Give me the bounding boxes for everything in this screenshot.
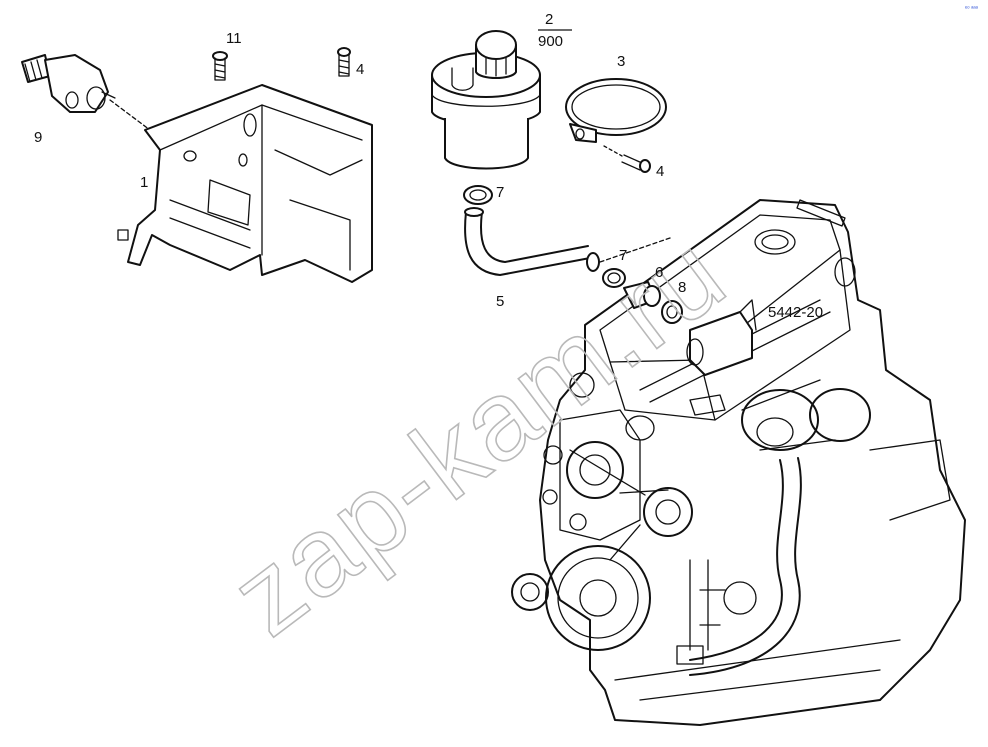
oil-reservoir	[431, 30, 541, 170]
callout-reservoir-top: 2	[545, 11, 553, 28]
bolt-11	[212, 51, 228, 81]
engine-block	[511, 199, 966, 726]
callout-reservoir-bottom: 900	[538, 33, 563, 50]
callout-clamp: 3	[617, 53, 625, 70]
watermark-text: zap-kam.ru	[209, 210, 748, 659]
callout-seal-ring: 8	[678, 279, 686, 296]
reservoir-clamp	[565, 78, 667, 143]
hose-fitting	[623, 281, 661, 309]
return-hose	[464, 207, 671, 276]
callout-hose-clip-bottom: 7	[619, 247, 627, 264]
screw-4-clamp	[603, 145, 651, 173]
seal-ring	[661, 300, 683, 324]
hose-clip-lower	[602, 268, 626, 288]
pump-bracket	[117, 84, 373, 283]
power-steering-pump	[21, 54, 151, 131]
callout-screw-top: 4	[356, 61, 364, 78]
callout-hose-clip-top: 7	[496, 184, 504, 201]
callout-fitting: 6	[655, 264, 663, 281]
callout-screw-clamp: 4	[656, 163, 664, 180]
hose-clip-upper	[463, 185, 493, 205]
callout-bracket: 1	[140, 174, 148, 191]
callout-engine-ref: 5442-20	[768, 304, 823, 321]
callout-hose: 5	[496, 293, 504, 310]
callout-pump: 9	[34, 129, 42, 146]
screw-4-top	[337, 47, 351, 77]
corner-mark: ᵉᵒ ᵃᵃᵃ	[965, 6, 979, 12]
callout-bolt: 11	[226, 30, 242, 47]
